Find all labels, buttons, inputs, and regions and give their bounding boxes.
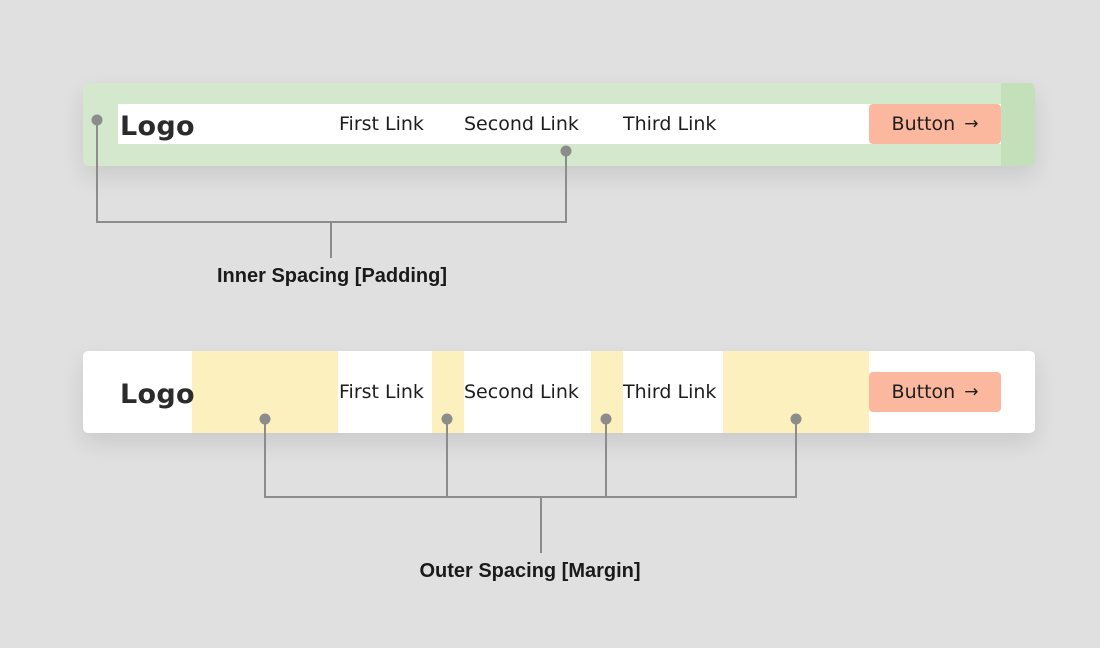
navbar-margin-example: Logo First Link Second Link Third Link B… <box>83 351 1035 433</box>
cta-button-label: Button <box>891 381 956 403</box>
margin-highlight-link-2-3 <box>591 351 623 433</box>
cta-button[interactable]: Button → <box>869 372 1001 412</box>
arrow-right-icon: → <box>964 382 979 402</box>
padding-caption: Inner Spacing [Padding] <box>216 265 448 287</box>
margin-highlight-links-button <box>723 351 869 433</box>
arrow-right-icon: → <box>964 114 979 134</box>
margin-highlight-link-1-2 <box>432 351 464 433</box>
cta-button-label: Button <box>891 113 956 135</box>
nav-link-first[interactable]: First Link <box>339 113 424 135</box>
cta-button[interactable]: Button → <box>869 104 1001 144</box>
nav-link-third[interactable]: Third Link <box>623 381 717 403</box>
margin-highlight-logo-links <box>192 351 338 433</box>
padding-highlight-column <box>1001 83 1035 166</box>
nav-link-second[interactable]: Second Link <box>464 113 579 135</box>
nav-link-second[interactable]: Second Link <box>464 381 579 403</box>
nav-link-third[interactable]: Third Link <box>623 113 717 135</box>
margin-bracket <box>264 419 797 553</box>
margin-caption: Outer Spacing [Margin] <box>419 560 641 582</box>
nav-link-first[interactable]: First Link <box>339 381 424 403</box>
logo[interactable]: Logo <box>120 111 195 142</box>
navbar-padding-example: Logo First Link Second Link Third Link B… <box>83 83 1035 166</box>
logo[interactable]: Logo <box>120 379 195 410</box>
